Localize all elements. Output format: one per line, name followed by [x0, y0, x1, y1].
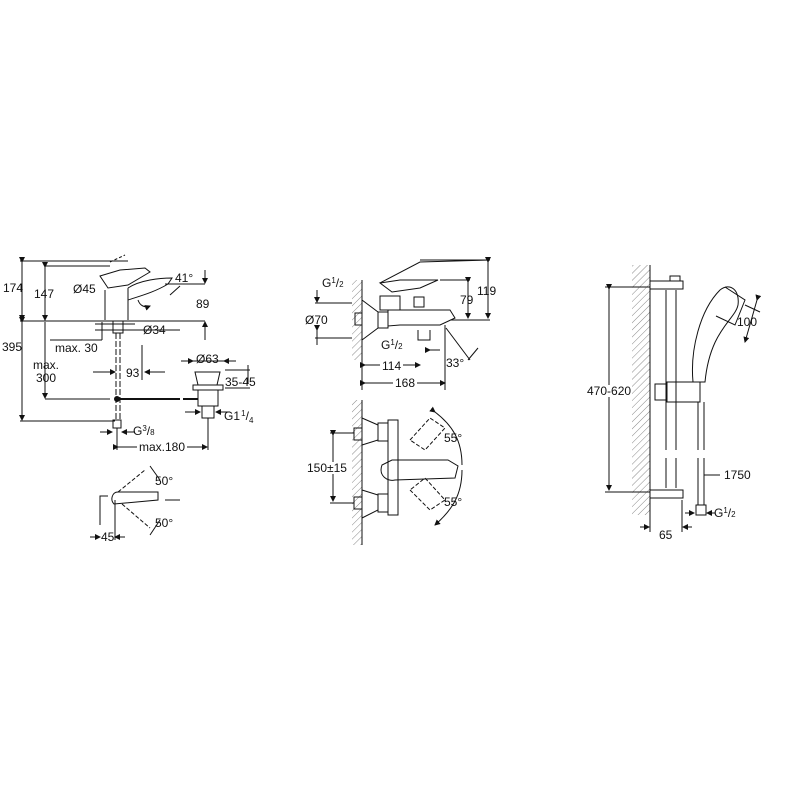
dim-spout-diameter: Ø45	[73, 282, 96, 296]
dim-height-top: 119	[477, 284, 497, 298]
dim-spout-height: 89	[196, 297, 210, 311]
dim-spout-angle: 33°	[446, 356, 465, 370]
dim-max-depth-2: 300	[36, 371, 57, 385]
dim-waste-range: 35-45	[225, 375, 256, 389]
dim-height-body: 79	[460, 293, 474, 307]
dim-overall-height: 395	[2, 340, 23, 354]
thread-sup: 3	[142, 424, 147, 433]
thread-main: G	[714, 506, 724, 520]
dim-waste-diameter: Ø63	[196, 352, 219, 366]
dim-hose-length: 1750	[724, 468, 751, 482]
thread-sub: 2	[731, 510, 736, 519]
dim-max-depth-1: max.	[33, 358, 60, 372]
dim-lever-angle-upper: 55°	[444, 431, 463, 445]
dim-spout-reach: 93	[126, 366, 140, 380]
dim-height-total: 174	[3, 281, 24, 295]
dim-waste-thread: G1 1/4	[224, 409, 254, 425]
dim-deck-thickness: max. 30	[55, 341, 98, 355]
thread-sup: 1	[723, 506, 728, 515]
dim-hose-thread: G1/2	[714, 506, 736, 520]
thread-main: G	[381, 338, 391, 352]
dim-rail-height: 470-620	[586, 384, 633, 398]
dim-centres: 150±15	[306, 461, 348, 475]
dim-supply-thread: G3/8	[133, 424, 155, 438]
dim-outlet-thread: G1/2	[381, 338, 403, 352]
dim-wall-distance: 65	[659, 528, 673, 542]
thread-main: G1	[224, 409, 241, 423]
dim-spout-angle: 41°	[175, 271, 194, 285]
dim-lever-angle-upper: 50°	[155, 474, 174, 488]
thread-main: G	[322, 276, 332, 290]
bath-mixer-top-view	[330, 400, 463, 545]
thread-sub: 2	[398, 342, 403, 351]
thread-sub: 2	[339, 280, 344, 289]
dim-head-diameter: 100	[737, 315, 758, 329]
thread-sub: 4	[248, 416, 254, 425]
dim-lever-angle-lower: 50°	[155, 516, 174, 530]
dim-lever-angle-lower: 55°	[444, 495, 463, 509]
dim-outlet-distance: 114	[380, 359, 404, 373]
dim-hole-diameter: Ø34	[143, 323, 166, 337]
basin-mixer-top-view	[90, 465, 180, 540]
thread-sub: 8	[150, 428, 155, 437]
dim-lever-length: 45	[101, 530, 115, 544]
thread-sup: 1	[390, 338, 395, 347]
dim-projection: 168	[393, 376, 418, 390]
dim-inlet-thread: G1/2	[322, 276, 344, 290]
thread-sup: 1	[241, 409, 246, 418]
thread-sup: 1	[331, 276, 336, 285]
dim-max-reach: max.180	[137, 440, 188, 454]
dim-height-spout: 147	[34, 287, 55, 301]
basin-mixer-side-view	[19, 254, 250, 450]
thread-main: G	[133, 424, 143, 438]
shower-rail-view	[605, 265, 762, 532]
dim-escutcheon-diameter: Ø70	[305, 313, 328, 327]
